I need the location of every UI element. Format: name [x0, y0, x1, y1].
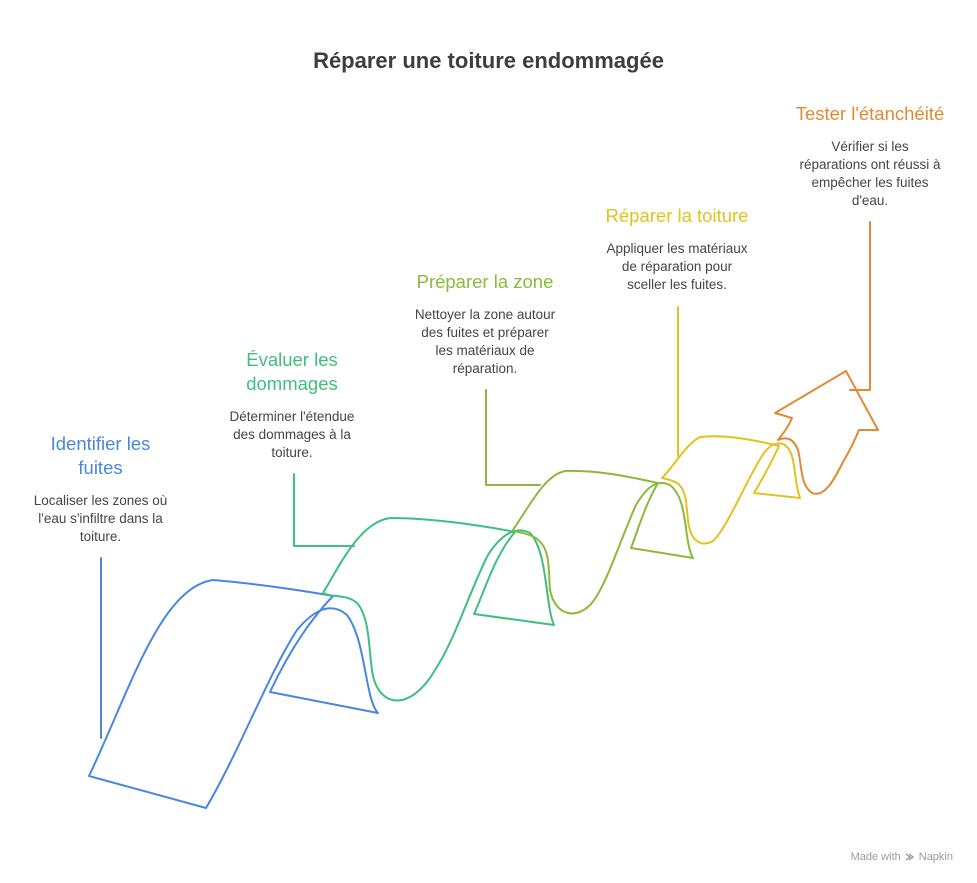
step-2-ribbon-shape — [322, 517, 555, 702]
step-5-shape — [774, 221, 879, 495]
step-4-ribbon-shape — [661, 435, 801, 545]
step-3-ribbon-shape — [512, 469, 694, 615]
step-5-title: Tester l'étanchéité — [795, 103, 945, 124]
step-1-description: Localiser les zones où l'eau s'infiltre … — [33, 493, 168, 544]
napkin-logo-icon — [905, 853, 914, 861]
page-title: Réparer une toiture endommagée — [313, 48, 664, 73]
footer-attribution: Made with Napkin — [851, 851, 953, 863]
step-5-description: Vérifier si les réparations ont réussi à… — [799, 139, 941, 208]
napkin-brand-label: Napkin — [918, 851, 953, 863]
step-4-title: Réparer la toiture — [605, 205, 749, 226]
step-3-description: Nettoyer la zone autour des fuites et pr… — [414, 307, 556, 376]
step-3-shape — [485, 389, 694, 615]
step-2-connector-line — [293, 473, 355, 547]
step-4-shape — [661, 306, 801, 545]
step-2-shape — [293, 473, 555, 702]
step-4-description: Appliquer les matériaux de réparation po… — [606, 241, 748, 292]
step-1-title: Identifier les fuites — [50, 433, 151, 478]
step-5-connector-line — [849, 221, 871, 391]
step-1-shape — [88, 557, 379, 809]
made-with-label: Made with — [850, 851, 901, 863]
step-2-description: Déterminer l'étendue des dommages à la t… — [229, 409, 355, 460]
step-3-title: Préparer la zone — [416, 271, 554, 292]
step-1-ribbon-shape — [88, 579, 379, 809]
step-5-arrow-shape — [774, 370, 879, 495]
step-3-connector-line — [485, 389, 541, 486]
step-2-title: Évaluer les dommages — [246, 349, 338, 394]
